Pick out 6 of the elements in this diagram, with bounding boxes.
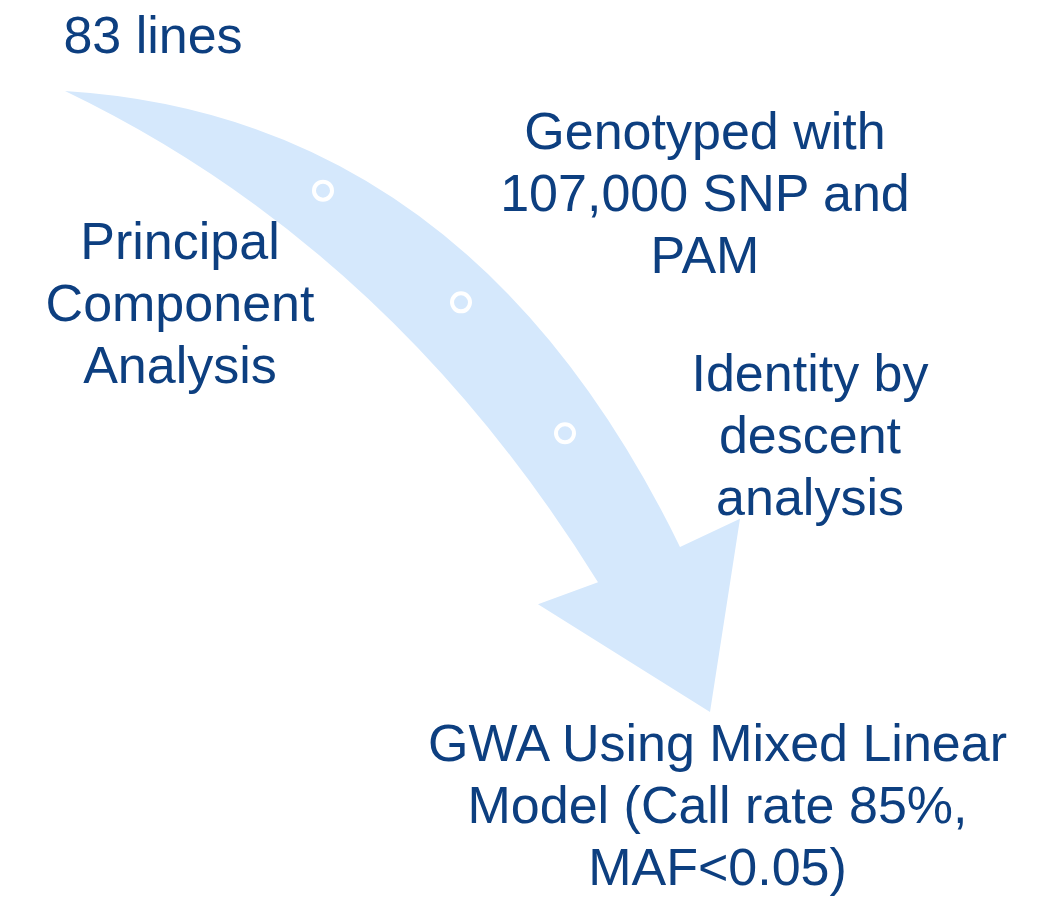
curved-arrow — [65, 91, 740, 712]
step-label: Genotyped with 107,000 SNP and PAM — [499, 101, 911, 286]
step-text: GWA Using Mixed Linear Model (Call rate 85%, MAF<0.05) — [385, 712, 1050, 898]
step-label: Principal Component Analysis — [44, 211, 316, 396]
step-text: 83 lines — [28, 4, 278, 66]
step-label: Identity by descent analysis — [690, 343, 930, 528]
